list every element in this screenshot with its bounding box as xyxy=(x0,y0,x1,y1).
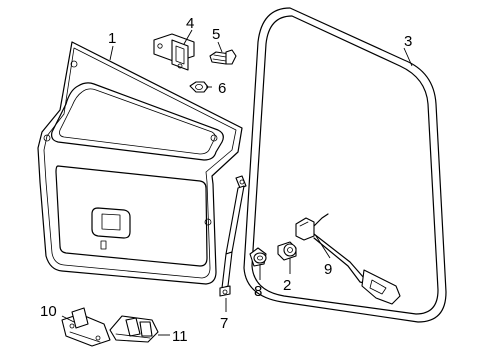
callout-2: 2 xyxy=(283,277,291,294)
callouts: 1 2 3 4 5 6 7 8 9 10 11 xyxy=(40,15,412,345)
callout-7: 7 xyxy=(220,315,228,332)
bolt xyxy=(209,49,237,65)
nut xyxy=(189,81,209,93)
gas-strut xyxy=(219,175,247,297)
callout-8: 8 xyxy=(254,283,262,300)
callout-9: 9 xyxy=(324,261,332,278)
leader-lines xyxy=(61,29,413,336)
actuator xyxy=(249,247,267,267)
callout-6: 6 xyxy=(218,80,226,97)
weatherstrip-seal xyxy=(243,7,447,323)
liftgate-panel xyxy=(37,41,243,285)
callout-10: 10 xyxy=(40,303,57,320)
latch-assembly xyxy=(295,213,401,305)
callout-1: 1 xyxy=(108,30,116,47)
callout-5: 5 xyxy=(212,26,220,43)
bumper-stop xyxy=(277,241,297,261)
callout-4: 4 xyxy=(186,15,194,32)
lock-switch xyxy=(61,307,111,347)
bracket-clip xyxy=(109,315,159,343)
callout-3: 3 xyxy=(404,33,412,50)
hinge-bracket xyxy=(153,33,195,71)
callout-11: 11 xyxy=(172,328,188,345)
